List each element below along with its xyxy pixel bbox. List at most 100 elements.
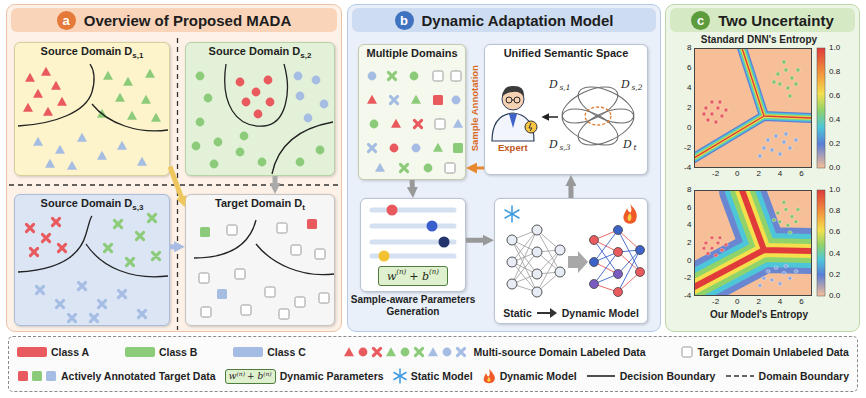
y-tick-label: -4 — [684, 292, 691, 300]
source-domain-box: Source Domain Ds,2 — [185, 42, 335, 176]
line-shape — [726, 375, 754, 377]
data-marker — [390, 144, 399, 153]
dynamic-parameter-box: w(n)+ b(n) — [378, 266, 448, 286]
data-marker — [265, 287, 275, 297]
circle-mark — [439, 237, 450, 248]
shape-group — [192, 72, 325, 169]
data-marker — [148, 214, 155, 221]
circle-mark — [514, 97, 520, 103]
connector — [466, 238, 486, 243]
y-tick-label: 6 — [687, 204, 691, 212]
y-tick-label: 0 — [687, 124, 691, 132]
colorbar-label: 0.0 — [829, 292, 840, 300]
drawn-curve — [695, 49, 811, 158]
formula-superscript: (n) — [396, 268, 406, 276]
drawn-curve — [18, 216, 92, 272]
colorbar-label: 0.6 — [829, 228, 840, 236]
data-marker — [312, 76, 321, 85]
box-title-row: Multiple Domains — [359, 47, 465, 60]
data-marker — [151, 113, 161, 122]
x-tick-label: 6 — [799, 298, 803, 306]
domain-subscript: s,3 — [560, 144, 571, 152]
box-title: Unified Semantic Space — [504, 47, 629, 59]
circle-mark — [532, 287, 542, 297]
drawn-curve — [695, 191, 811, 287]
panel-title: Two Uncertainty — [718, 12, 834, 29]
shape-group — [97, 69, 161, 122]
data-marker — [415, 348, 422, 355]
domain-title: Source Domain Ds,3 — [15, 197, 169, 213]
data-marker — [118, 290, 125, 297]
domain-symbol: D — [622, 139, 633, 151]
circle-mark — [614, 270, 623, 279]
data-marker — [411, 95, 421, 104]
data-marker — [51, 81, 61, 90]
drawn-curve — [194, 220, 256, 258]
shape-group — [590, 226, 645, 297]
data-marker — [192, 142, 201, 151]
model-caption: StaticDynamic Model — [495, 307, 647, 319]
data-marker — [33, 89, 43, 98]
colorbar-label: 0.2 — [829, 140, 840, 148]
rect-shape — [695, 49, 811, 167]
data-marker — [291, 245, 301, 255]
data-marker — [370, 120, 379, 129]
shape-group — [236, 76, 275, 119]
multi-domain-points — [367, 71, 463, 173]
data-marker — [199, 273, 209, 283]
data-marker — [138, 310, 145, 317]
legend-item: Static Model — [393, 368, 473, 384]
line-shape — [372, 208, 454, 213]
data-marker — [241, 305, 251, 315]
legend-item: Domain Boundary — [725, 370, 849, 382]
legend-text: Static Model — [411, 370, 473, 382]
data-marker — [141, 95, 151, 104]
drawn-curve — [529, 123, 532, 131]
circle-mark — [614, 288, 623, 297]
legend-text: Multi-source Domain Labeled Data — [474, 346, 646, 358]
data-marker — [57, 97, 67, 106]
data-marker — [236, 148, 245, 157]
parameter-bars — [372, 205, 454, 262]
y-tick-label: -2 — [684, 274, 691, 282]
data-marker — [375, 163, 385, 172]
dynamic-network — [590, 204, 645, 297]
data-marker — [33, 137, 43, 146]
shape-group — [433, 71, 461, 173]
circle-mark — [525, 121, 537, 133]
circle-mark — [532, 225, 542, 235]
drawn-curve — [695, 191, 811, 287]
domain-title: Target Domain Dt — [186, 197, 334, 213]
ellipse-shape — [573, 80, 639, 131]
legend-shape-sample — [17, 370, 57, 382]
panel-title: Dynamic Adaptation Model — [422, 12, 614, 29]
plot-title: Our Model's Entropy — [710, 309, 808, 320]
legend-shape-sample — [342, 346, 470, 358]
y-tick-label: 2 — [687, 104, 691, 112]
data-marker — [114, 220, 121, 227]
connector — [568, 183, 573, 198]
shape-group — [26, 218, 65, 255]
domain-boundary — [9, 38, 339, 330]
data-marker — [433, 71, 443, 81]
panel-header: aOverview of Proposed MADA — [11, 8, 337, 32]
data-marker — [201, 307, 211, 317]
drawn-curve — [225, 64, 288, 126]
expert-label: Expert — [498, 143, 528, 153]
data-marker — [264, 76, 273, 85]
x-tick-label: 6 — [799, 170, 803, 178]
data-marker — [412, 144, 421, 153]
legend-item: Multi-source Domain Labeled Data — [342, 346, 646, 358]
x-tick-label: 0 — [735, 298, 739, 306]
data-marker — [236, 78, 245, 87]
line-shape — [505, 210, 519, 218]
data-marker — [390, 96, 397, 103]
data-marker — [126, 258, 133, 265]
legend-swatch — [17, 347, 47, 357]
data-marker — [294, 72, 303, 81]
legend-dashed-sample — [725, 372, 755, 380]
data-marker — [45, 159, 55, 168]
shape-group — [368, 96, 397, 151]
domain-name: Source Domain D — [209, 45, 301, 57]
box-title-row: Unified Semantic Space — [485, 47, 647, 60]
